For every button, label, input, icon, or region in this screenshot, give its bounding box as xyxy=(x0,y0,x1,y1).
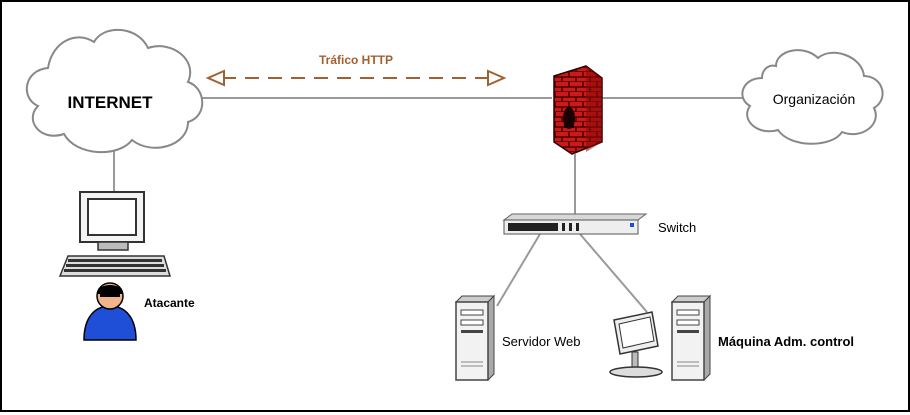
attacker-computer xyxy=(58,191,172,277)
link-switch-web-server xyxy=(496,233,541,307)
person-icon xyxy=(83,282,137,341)
admin-machine: Máquina Adm. control xyxy=(609,294,854,382)
switch: Switch xyxy=(502,213,696,235)
internet-label: INTERNET xyxy=(68,93,154,112)
organization-cloud: Organización xyxy=(741,49,884,145)
server-tower-icon xyxy=(454,294,496,382)
cloud-icon xyxy=(25,28,204,153)
web-server: Servidor Web xyxy=(454,294,581,382)
firewall xyxy=(553,65,603,155)
cloud-icon xyxy=(741,49,884,145)
link-switch-admin xyxy=(579,233,648,313)
http-traffic-label: Tráfico HTTP xyxy=(319,53,393,67)
firewall-icon xyxy=(553,65,603,155)
http-traffic-arrow: Tráfico HTTP xyxy=(205,53,507,87)
web-server-label: Servidor Web xyxy=(502,334,581,349)
admin-machine-label: Máquina Adm. control xyxy=(718,334,854,349)
organization-label: Organización xyxy=(773,91,856,107)
network-diagram: Tráfico HTTP INTERNET Organización Switc… xyxy=(25,28,884,382)
desktop-computer-icon xyxy=(58,191,172,277)
attacker: Atacante xyxy=(83,282,195,341)
attacker-label: Atacante xyxy=(144,296,195,310)
server-tower-icon xyxy=(670,294,712,382)
connections xyxy=(113,97,747,313)
network-switch-icon xyxy=(502,213,648,235)
switch-label: Switch xyxy=(658,220,696,235)
internet-cloud: INTERNET xyxy=(25,28,204,153)
monitor-icon xyxy=(609,311,663,378)
